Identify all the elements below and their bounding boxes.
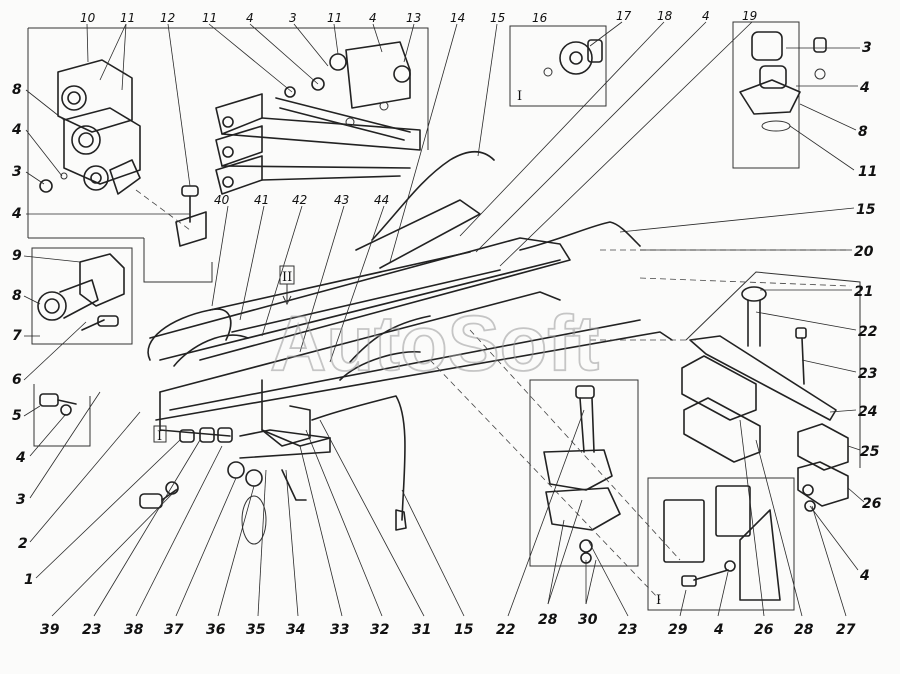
callout-label: 3 <box>862 40 872 56</box>
view-label: I <box>157 429 162 444</box>
callout-label: 34 <box>286 622 305 638</box>
callout-label: 4 <box>369 11 377 25</box>
callout-label: 38 <box>124 622 144 638</box>
callout-label: 4 <box>859 80 870 96</box>
callout-label: 23 <box>858 366 877 382</box>
callout-label: 31 <box>412 622 431 638</box>
inset-bolt-5 <box>39 393 77 416</box>
callout-label: 19 <box>742 9 757 23</box>
callout-label: 11 <box>120 11 135 25</box>
callout-label: 29 <box>668 622 688 638</box>
callouts-top: 10 11 12 11 4 3 11 4 13 14 15 16 17 18 4… <box>80 9 757 25</box>
callout-label: 6 <box>12 372 22 388</box>
bracket-bars-group <box>215 41 421 195</box>
callout-label: 8 <box>858 124 868 140</box>
inset-fitting-16-17 <box>543 39 603 77</box>
callout-label: 28 <box>538 612 558 628</box>
dashed-axes <box>135 189 851 601</box>
callout-label: 20 <box>854 244 874 260</box>
callout-label: 24 <box>858 404 877 420</box>
callout-label: 2 <box>18 536 28 552</box>
callout-label: 33 <box>330 622 349 638</box>
leader-lines <box>23 21 865 617</box>
callout-label: 30 <box>578 612 598 628</box>
bottom-clamp-assembly <box>543 385 621 564</box>
callout-label: 21 <box>854 284 873 300</box>
callout-label: 12 <box>160 11 175 25</box>
callout-label: 4 <box>713 622 724 638</box>
callout-label: 41 <box>254 193 269 207</box>
callout-label: 35 <box>246 622 266 638</box>
main-frame-assembly <box>147 150 673 545</box>
view-label: I <box>517 89 522 104</box>
callout-label: 8 <box>12 288 22 304</box>
view-labels: I II I I <box>157 89 661 608</box>
callout-label: 22 <box>496 622 515 638</box>
callout-label: 39 <box>40 622 60 638</box>
view-arrows <box>153 265 295 443</box>
callout-label: 3 <box>16 492 26 508</box>
callout-label: 26 <box>862 496 882 512</box>
callout-label: 40 <box>214 193 230 207</box>
view-label: II <box>282 270 292 285</box>
callout-label: 26 <box>754 622 774 638</box>
clamp-assembly <box>681 286 849 512</box>
callout-label: 13 <box>406 11 421 25</box>
callout-label: 28 <box>794 622 814 638</box>
bottom-right-bracket <box>663 485 781 601</box>
callout-label: 23 <box>618 622 637 638</box>
callout-label: 10 <box>80 11 96 25</box>
callout-label: 36 <box>206 622 226 638</box>
callout-label: 23 <box>82 622 101 638</box>
callout-label: 14 <box>450 11 465 25</box>
callout-label: 1 <box>24 572 34 588</box>
callouts-left: 8 4 3 4 9 8 7 6 5 4 3 2 1 <box>11 82 34 588</box>
callout-label: 4 <box>702 9 710 23</box>
callout-label: 16 <box>532 11 548 25</box>
callout-label: 44 <box>374 193 389 207</box>
callout-label: 4 <box>246 11 254 25</box>
callout-label: 17 <box>616 9 632 23</box>
callout-label: 11 <box>327 11 342 25</box>
inset-fitting-8-7 <box>37 253 125 331</box>
view-label: I <box>656 593 661 608</box>
callout-label: 11 <box>858 164 877 180</box>
callouts-center: 40 41 42 43 44 <box>214 193 389 207</box>
callout-label: 15 <box>490 11 505 25</box>
valve-block-group <box>39 59 207 247</box>
callout-label: 4 <box>15 450 26 466</box>
callout-label: 15 <box>454 622 474 638</box>
callout-label: 3 <box>289 11 297 25</box>
callout-label: 11 <box>202 11 217 25</box>
inset-frames <box>27 21 861 611</box>
callout-label: 15 <box>856 202 876 218</box>
callout-label: 42 <box>292 193 307 207</box>
callout-label: 37 <box>164 622 184 638</box>
callout-label: 5 <box>12 408 22 424</box>
callout-label: 43 <box>334 193 349 207</box>
callout-label: 27 <box>836 622 856 638</box>
callout-label: 4 <box>859 568 870 584</box>
callout-label: 8 <box>12 82 22 98</box>
inset-fitting-19 <box>739 31 827 132</box>
callout-label: 7 <box>12 328 22 344</box>
callout-label: 3 <box>12 164 22 180</box>
callout-label: 9 <box>12 248 22 264</box>
callout-label: 4 <box>11 122 22 138</box>
callout-label: 18 <box>657 9 673 23</box>
callout-label: 22 <box>858 324 877 340</box>
watermark-text: AutoSoft <box>270 299 599 387</box>
callouts-bottom: 39 23 38 37 36 35 34 33 32 31 15 22 28 3… <box>40 612 856 638</box>
callout-label: 25 <box>860 444 880 460</box>
callout-label: 4 <box>11 206 22 222</box>
callout-label: 32 <box>370 622 389 638</box>
callouts-right: 3 4 8 11 15 20 21 22 23 24 25 26 4 <box>854 40 882 584</box>
